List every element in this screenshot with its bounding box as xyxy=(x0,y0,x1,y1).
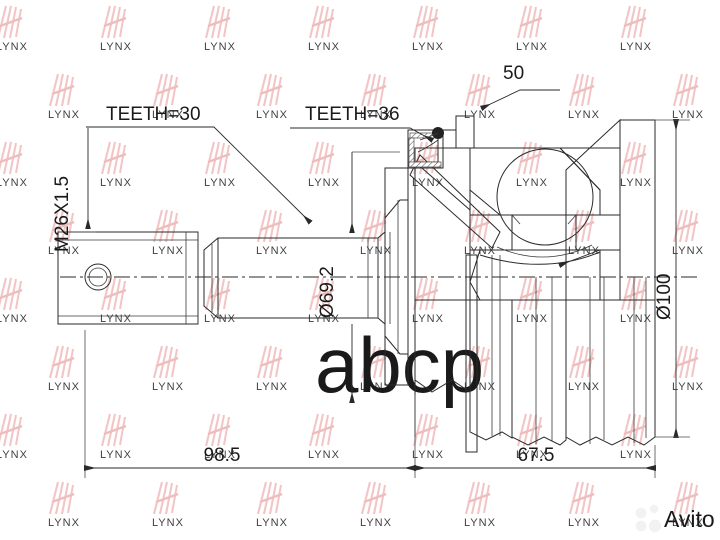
leader-teeth-right: TEETH=36 xyxy=(290,104,435,143)
bell-contour-lines xyxy=(491,255,647,444)
outer-diameter-label: Ø100 xyxy=(654,274,675,320)
dimension-length-left: 98.5 xyxy=(84,330,416,478)
length-left-label: 98.5 xyxy=(204,445,241,466)
teeth-left-label: TEETH=30 xyxy=(106,104,201,125)
dimension-thread-spec: M26X1.5 xyxy=(52,128,96,252)
shaft-to-body-transition xyxy=(384,167,409,386)
leader-teeth-left: TEETH=30 xyxy=(86,104,313,225)
spline-collar-50 xyxy=(442,115,475,149)
threaded-shaft-end xyxy=(57,231,199,325)
dimension-length-right: 67.5 xyxy=(414,445,656,478)
dimension-outer-diameter: Ø100 xyxy=(654,119,690,438)
cv-joint-outer-housing xyxy=(469,118,656,446)
cross-hole-outer xyxy=(84,263,112,291)
leader-cage-detail xyxy=(558,249,601,268)
main-shaft xyxy=(203,200,399,354)
cv-joint-ball xyxy=(496,148,594,246)
shaft-diameter-label: Ø69.2 xyxy=(317,266,338,318)
length-right-label: 67.5 xyxy=(518,445,555,466)
spline-count-label: 50 xyxy=(503,63,524,84)
abs-tone-ring xyxy=(465,254,478,453)
leader-spline-count: 50 xyxy=(479,63,560,111)
thread-spec-label: M26X1.5 xyxy=(52,176,73,252)
dimension-shaft-diameter: Ø69.2 xyxy=(317,151,400,403)
teeth-right-label: TEETH=36 xyxy=(305,104,400,125)
cv-joint-inner-race-body xyxy=(409,147,501,437)
cross-hole-inner xyxy=(88,267,108,287)
